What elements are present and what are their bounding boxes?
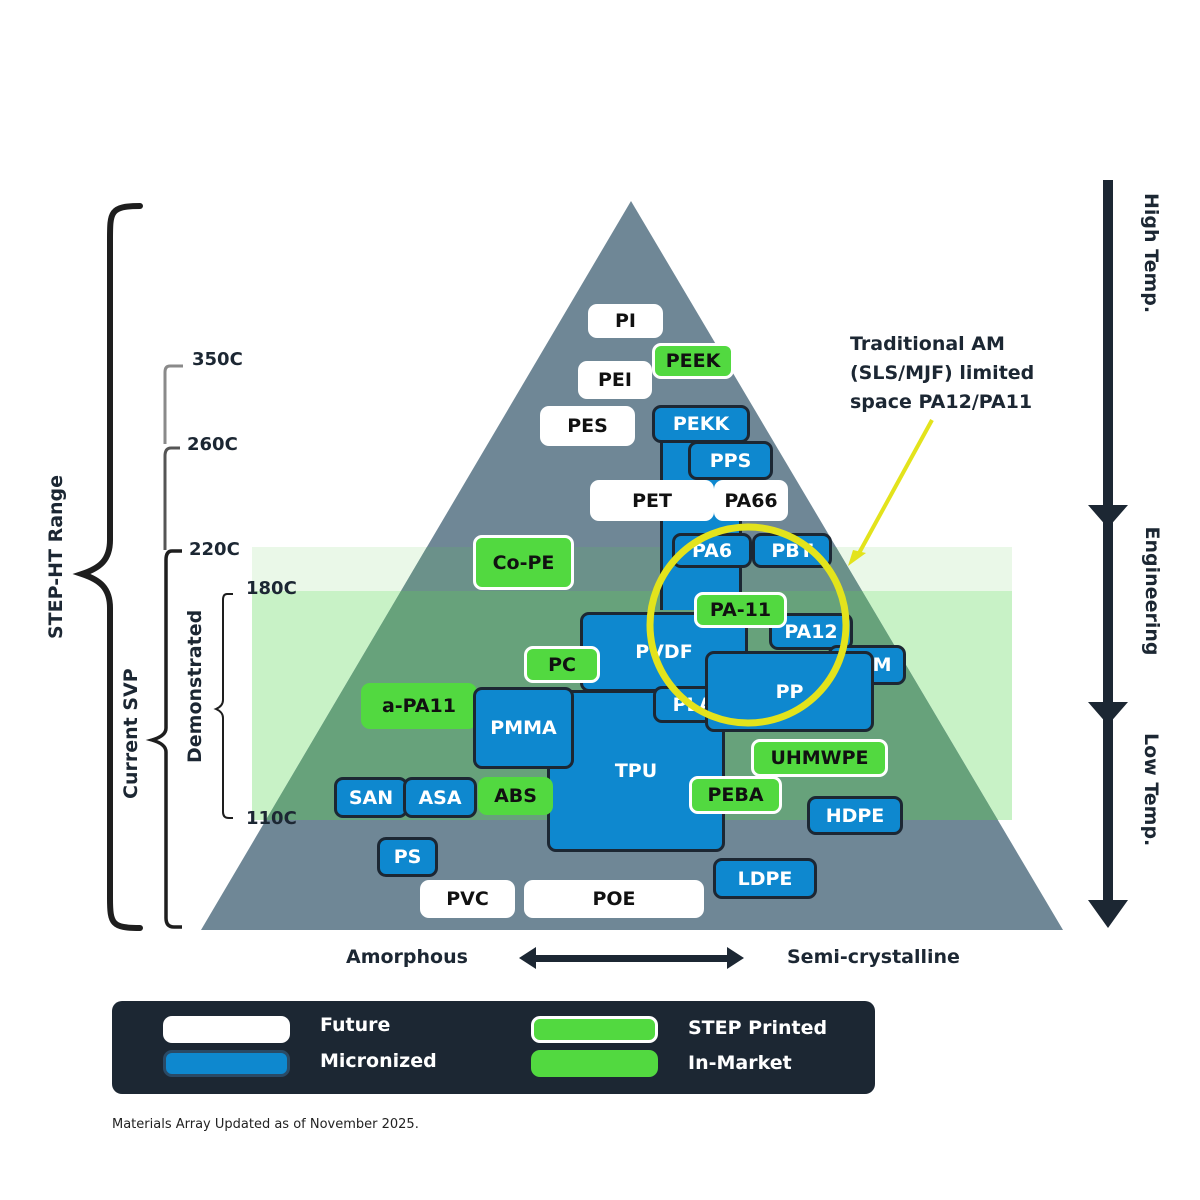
legend-swatch-in-market [531,1050,658,1077]
crystallinity-axis-line [530,955,732,962]
material-pvc[interactable]: PVC [420,880,515,918]
material-pi[interactable]: PI [588,304,663,338]
svp-bracket-mid [163,446,180,550]
material-pmma[interactable]: PMMA [473,687,574,769]
material-pps[interactable]: PPS [688,441,773,480]
material-uhmwpe[interactable]: UHMWPE [751,739,888,777]
engineering-label: Engineering [1141,526,1163,656]
material-peba[interactable]: PEBA [689,776,782,814]
arrowhead-right [727,947,744,969]
arrowhead-bottom [1088,900,1128,928]
material-pa66[interactable]: PA66 [714,480,788,521]
material-pa-11[interactable]: PA-11 [694,592,787,628]
amorphous-label: Amorphous [346,946,468,968]
low-temp-label: Low Temp. [1140,733,1162,847]
material-pbt[interactable]: PBT [752,533,832,568]
material-ps[interactable]: PS [377,837,438,877]
legend-label-in-market: In-Market [688,1052,792,1074]
semi-crystalline-label: Semi-crystalline [787,946,960,968]
temp-180c: 180C [246,578,297,599]
legend-label-micronized: Micronized [320,1050,437,1072]
material-peek[interactable]: PEEK [652,343,734,379]
annotation-line-3: space PA12/PA11 [850,391,1033,413]
material-poe[interactable]: POE [524,880,704,918]
temperature-axis-line [1103,180,1113,910]
material-ldpe[interactable]: LDPE [713,858,817,899]
material-abs[interactable]: ABS [478,777,553,815]
material-pa6[interactable]: PA6 [672,533,752,568]
legend-label-step-printed: STEP Printed [688,1017,828,1039]
material-pet[interactable]: PET [590,480,714,521]
temp-350c: 350C [192,349,243,370]
footnote: Materials Array Updated as of November 2… [112,1117,419,1132]
material-asa[interactable]: ASA [403,777,477,818]
annotation-arrowhead [848,550,866,566]
legend-label-future: Future [320,1014,391,1036]
material-pes[interactable]: PES [540,406,635,446]
svp-bracket-upper [163,364,183,444]
legend-swatch-step-printed [531,1016,658,1043]
step-ht-range-label: STEP-HT Range [45,474,67,639]
material-pei[interactable]: PEI [578,361,652,399]
material-hdpe[interactable]: HDPE [807,796,903,835]
legend: Future Micronized STEP Printed In-Market [112,1001,875,1094]
temp-110c: 110C [246,808,297,829]
annotation-arrow-line [856,419,934,556]
legend-swatch-future [163,1016,290,1043]
svp-bracket [145,549,182,929]
annotation-line-1: Traditional AM [850,333,1005,355]
arrowhead-low-temp [1088,702,1128,725]
arrowhead-left [519,947,536,969]
material-pekk[interactable]: PEKK [652,405,750,443]
current-svp-label: Current SVP [120,668,142,799]
step-ht-bracket [72,203,143,931]
demonstrated-bracket [213,593,233,819]
temp-260c: 260C [187,434,238,455]
traditional-am-annotation: Traditional AM (SLS/MJF) limited space P… [850,330,1034,417]
annotation-line-2: (SLS/MJF) limited [850,362,1035,384]
material-san[interactable]: SAN [334,777,408,818]
high-temp-label: High Temp. [1140,193,1162,314]
temp-220c: 220C [189,539,240,560]
material-pp[interactable]: PP [705,651,874,732]
demonstrated-label: Demonstrated [184,609,206,763]
legend-swatch-micronized [163,1050,290,1077]
material-pc[interactable]: PC [524,646,600,683]
arrowhead-engineering [1088,505,1128,528]
material-a-pa11[interactable]: a-PA11 [361,683,477,729]
material-co-pe[interactable]: Co-PE [473,535,574,590]
